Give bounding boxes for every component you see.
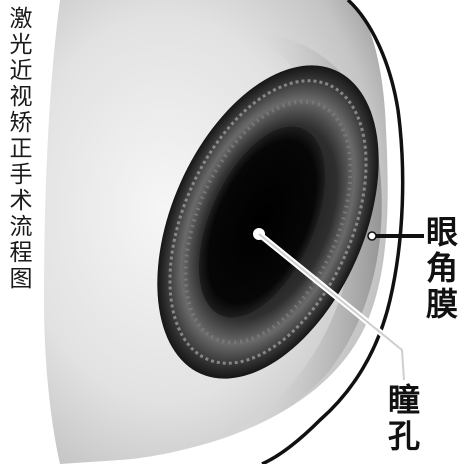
cornea-label: 眼角膜 xyxy=(424,214,460,322)
pupil-label: 瞳孔 xyxy=(386,382,422,454)
figure-title: 激光近视矫正手术流程图 xyxy=(6,6,36,292)
cornea-pointer-dot xyxy=(368,232,376,240)
